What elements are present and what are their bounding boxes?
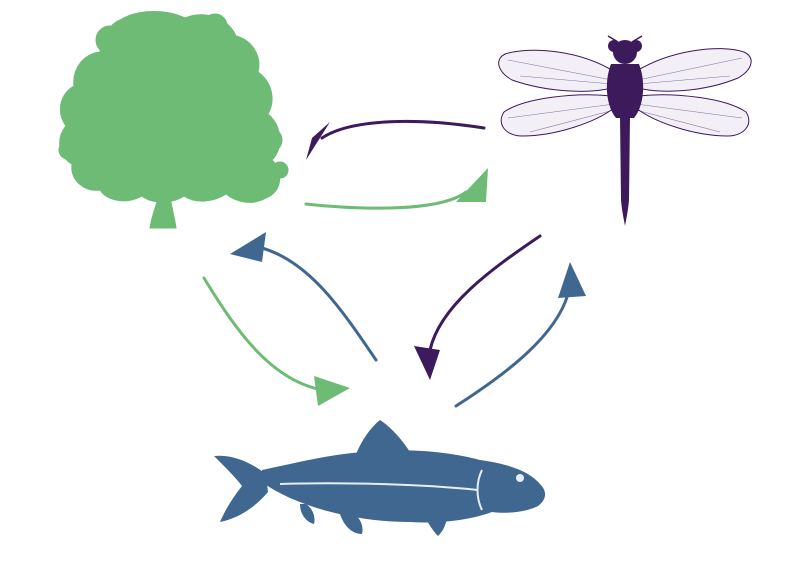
arrow-fish-to-dragonfly	[454, 262, 586, 408]
arrow-tree-to-fish	[202, 276, 350, 406]
arrow-dragonfly-to-fish	[414, 234, 542, 380]
arrow-tree-to-dragonfly	[304, 168, 488, 210]
arrow-fish-to-tree	[230, 232, 378, 362]
fish-icon	[214, 420, 546, 536]
dragonfly-icon	[498, 35, 752, 226]
tree-icon	[58, 11, 289, 229]
arrow-dragonfly-to-tree	[306, 119, 486, 160]
